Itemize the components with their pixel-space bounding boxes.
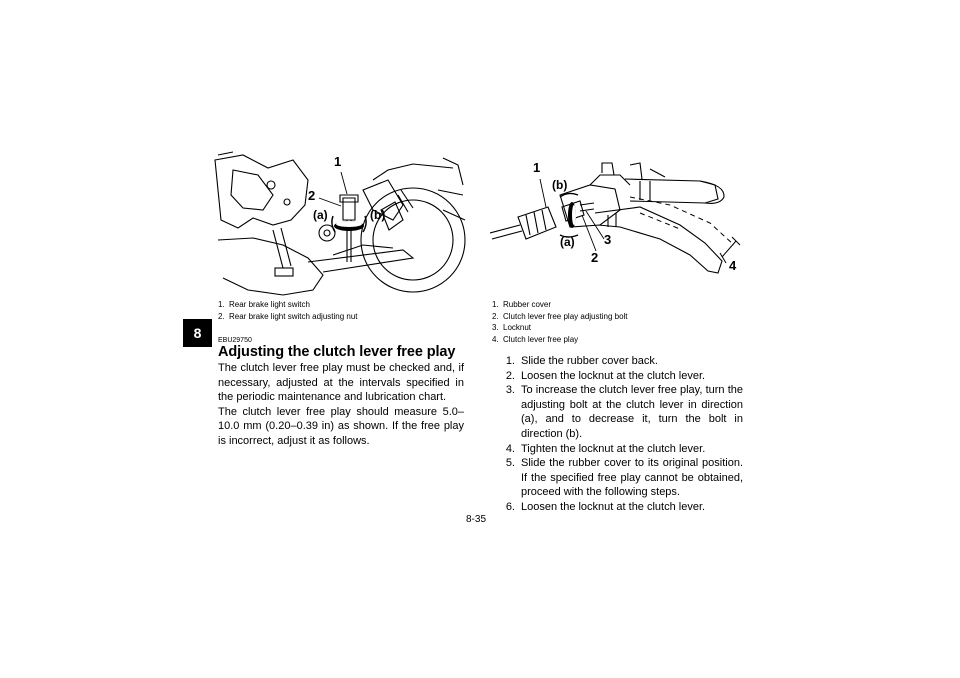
callout-a: (a) — [313, 208, 328, 222]
step-item: 4.Tighten the locknut at the clutch leve… — [505, 442, 706, 455]
callout-1: 1 — [334, 154, 342, 169]
clutch-lever-drawing — [490, 162, 741, 274]
callout-2: 2 — [591, 250, 599, 265]
caption-item: 1.Rear brake light switch — [218, 300, 310, 309]
step-item: 5.Slide the rubber cover to its original… — [505, 457, 743, 499]
step-item: 1.Slide the rubber cover back. — [505, 355, 658, 367]
left-figure-caption: 1.Rear brake light switch 2.Rear brake l… — [218, 299, 468, 322]
clutch-lever-illustration: 1 (b) (a) 3 2 4 — [490, 155, 745, 295]
caption-item: 3.Locknut — [492, 323, 532, 332]
rear-brake-switch-illustration: 1 2 (a) (b) — [213, 150, 468, 297]
callout-4: 4 — [729, 258, 737, 273]
caption-item: 2.Rear brake light switch adjusting nut — [218, 311, 358, 321]
callout-a: (a) — [560, 235, 575, 249]
page-number: 8-35 — [466, 514, 487, 525]
step-item: 3.To increase the clutch lever free play… — [505, 384, 743, 440]
callout-3: 3 — [604, 232, 612, 247]
callout-2: 2 — [308, 188, 316, 203]
callout-1: 1 — [533, 160, 541, 175]
section-body: The clutch lever free play must be check… — [218, 361, 464, 449]
doc-code: EBU29750 — [218, 337, 252, 344]
body-paragraph: The clutch lever free play should measur… — [218, 405, 464, 447]
callout-b: (b) — [370, 208, 386, 222]
right-figure-caption: 1.Rubber cover 2.Clutch lever free play … — [492, 299, 742, 345]
step-item: 2.Loosen the locknut at the clutch lever… — [505, 369, 706, 382]
step-item: 6.Loosen the locknut at the clutch lever… — [505, 500, 706, 513]
caption-item: 2.Clutch lever free play adjusting bolt — [492, 311, 628, 321]
rear-brake-switch-drawing — [214, 151, 466, 296]
caption-item: 4.Clutch lever free play — [492, 334, 579, 344]
section-heading: Adjusting the clutch lever free play — [218, 344, 456, 360]
procedure-steps: 1.Slide the rubber cover back. 2.Loosen … — [493, 354, 743, 515]
caption-item: 1.Rubber cover — [492, 300, 552, 309]
callout-b: (b) — [552, 178, 568, 192]
body-paragraph: The clutch lever free play must be check… — [218, 362, 464, 404]
chapter-tab: 8 — [183, 319, 212, 347]
